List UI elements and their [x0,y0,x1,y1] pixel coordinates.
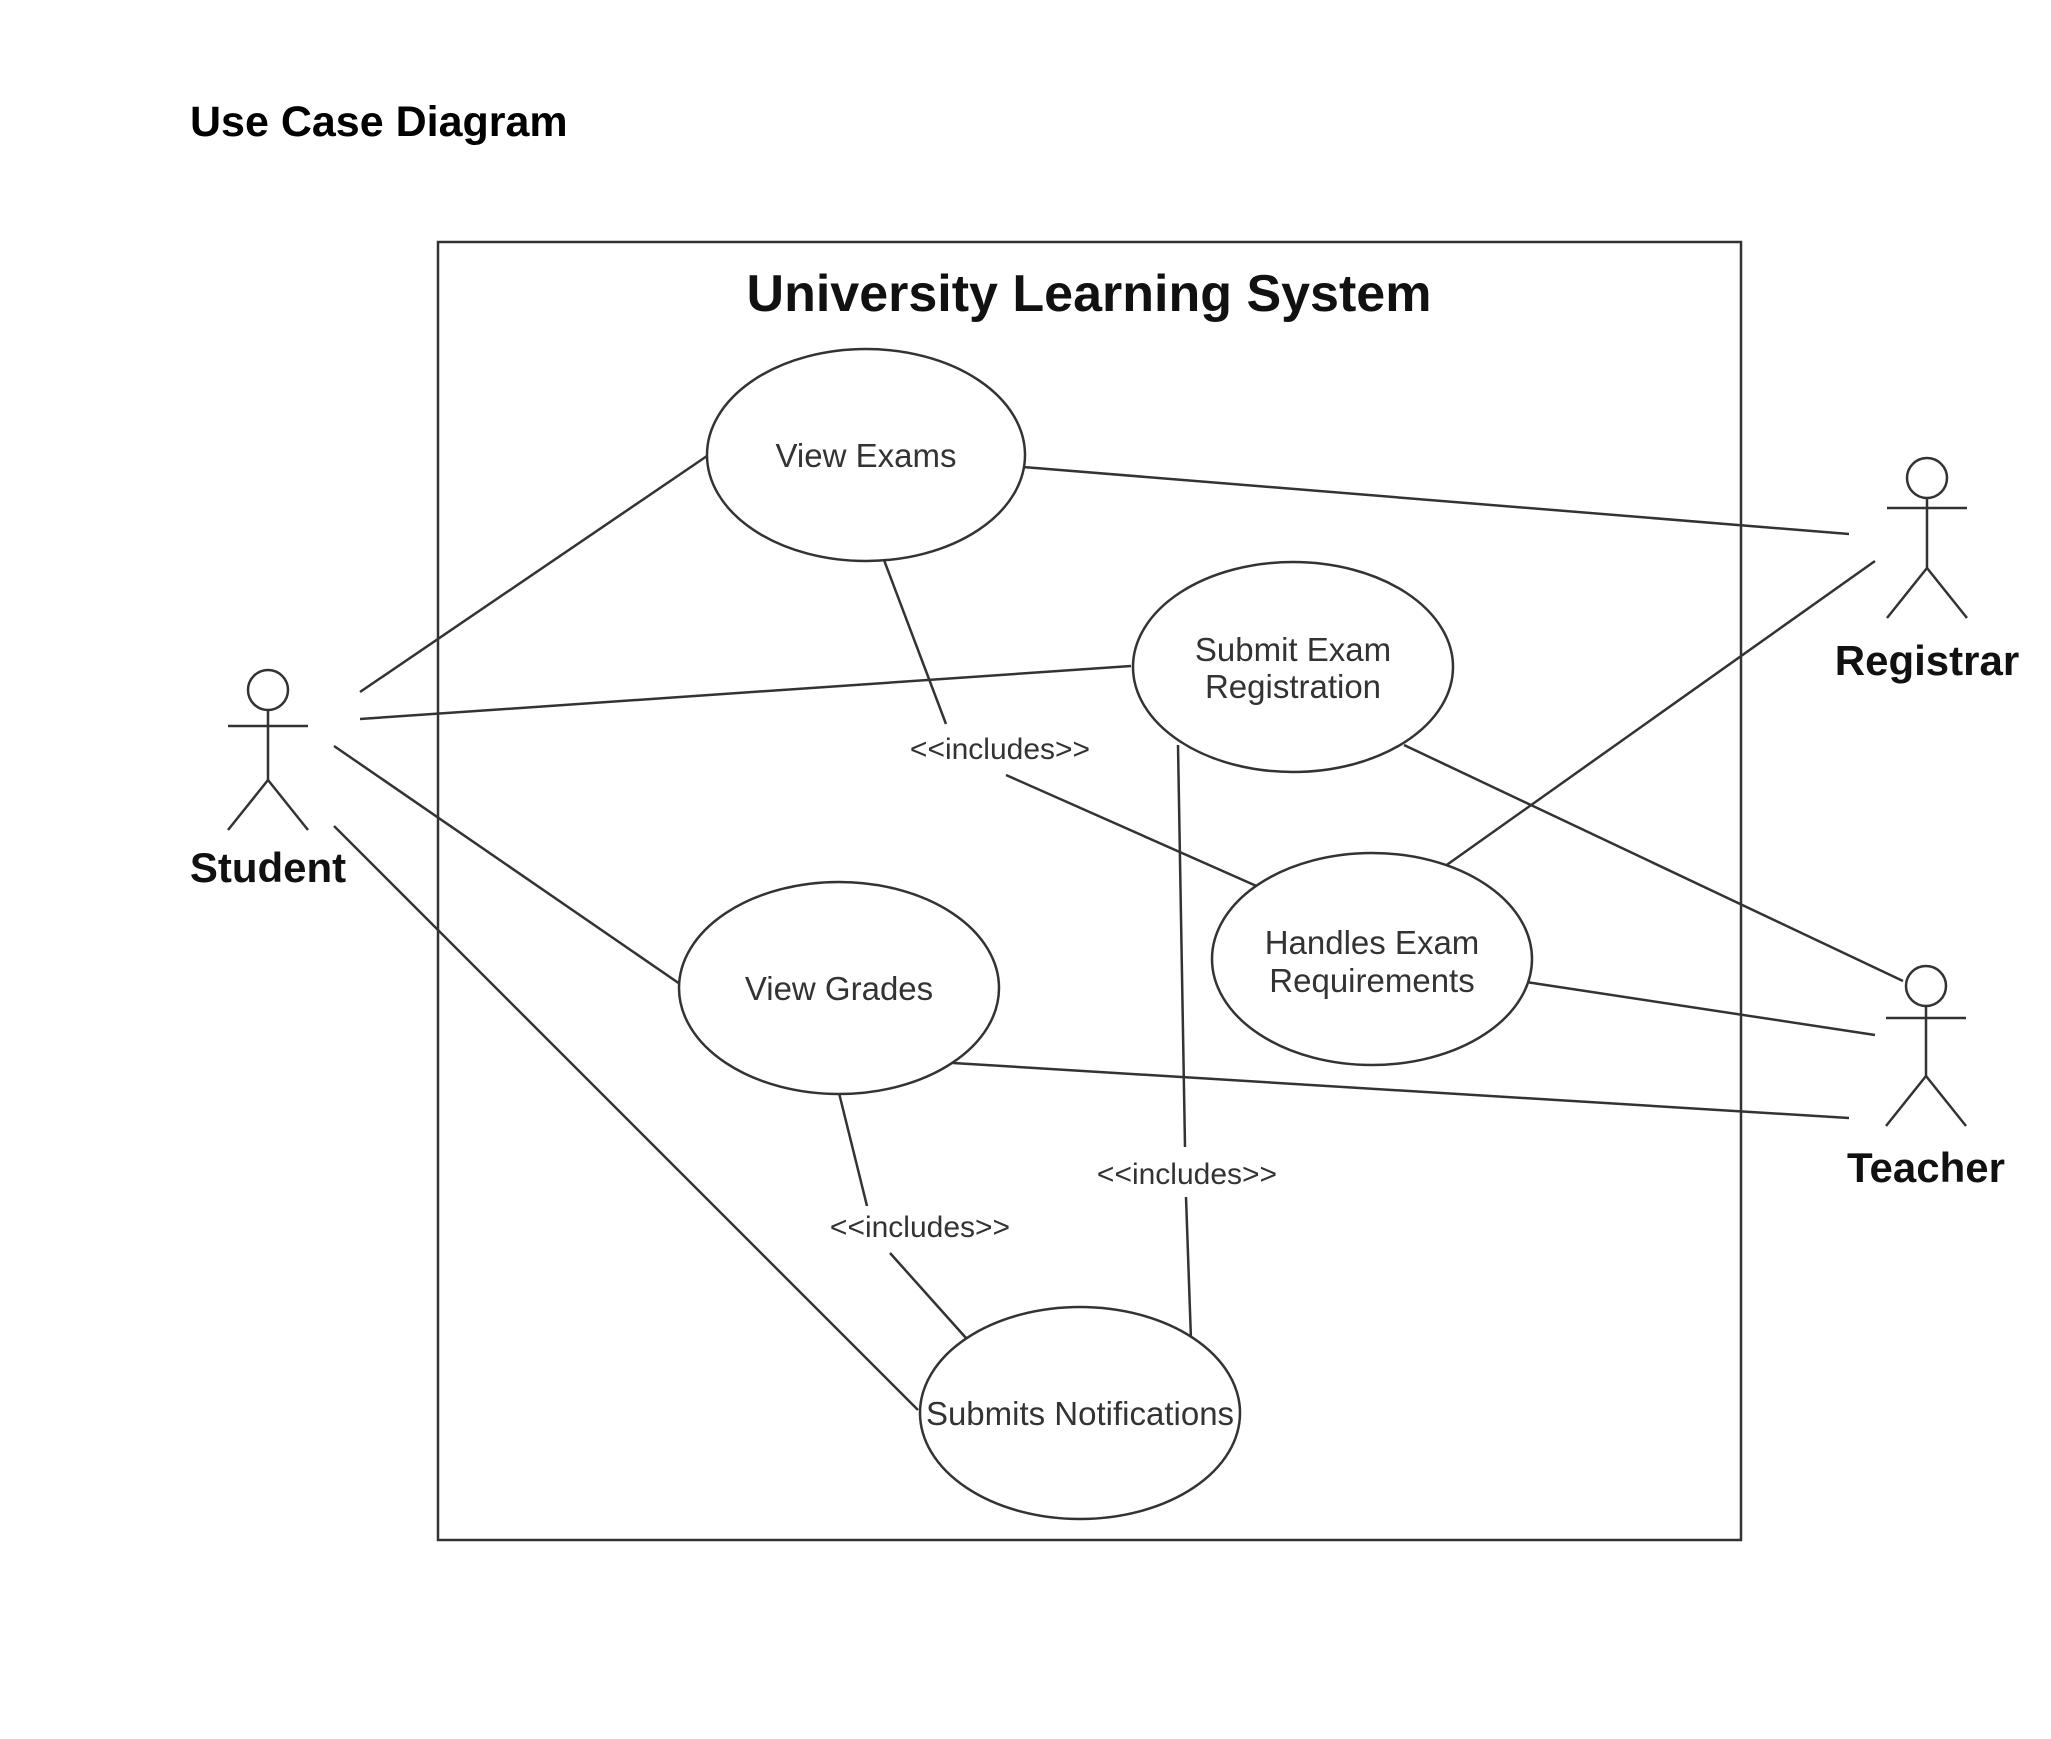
stick-figure-icon [1885,964,1967,1127]
stick-figure-icon [227,668,309,831]
use-case-label-line-2: Requirements [1269,962,1474,999]
use-case-ellipse[interactable] [918,1305,1242,1521]
link-student-view-exams [359,454,708,694]
use-case-handles-exam-requirements[interactable]: Handles Exam Requirements [1210,851,1534,1067]
include-line-view-exams-lower [1005,773,1262,890]
actor-teacher[interactable]: Teacher [1847,964,2005,1191]
use-case-ellipse[interactable] [677,880,1001,1096]
system-title: University Learning System [747,265,1432,323]
use-case-view-exams[interactable]: View Exams [705,347,1027,563]
link-handles-requirements-registrar [1440,559,1876,871]
use-case-label: Submits Notifications [926,1395,1234,1432]
link-view-grades-teacher [952,1061,1850,1120]
use-case-ellipse[interactable] [1210,851,1534,1067]
actor-label: Registrar [1835,637,2019,684]
connector-lines [333,454,1904,1411]
include-label-grades: <<includes>> [830,1211,1010,1244]
actor-label: Teacher [1847,1144,2005,1191]
link-student-submits-notifications [333,825,919,1411]
link-handles-requirements-teacher [1525,980,1876,1037]
use-case-label-line-1: Submit Exam [1195,631,1391,668]
page-title: Use Case Diagram [190,98,568,146]
use-case-ellipse[interactable] [705,347,1027,563]
include-line-view-exams-upper [882,559,948,725]
link-view-exams-registrar [1022,465,1850,536]
use-case-label-line-1: Handles Exam [1265,924,1480,961]
use-case-ellipse[interactable] [1131,560,1455,774]
actor-registrar[interactable]: Registrar [1835,456,2019,684]
use-case-submit-exam-registration[interactable]: Submit Exam Registration [1131,560,1455,774]
actor-label: Student [190,844,346,891]
link-student-submit-registration [359,664,1132,721]
use-case-label: View Grades [745,970,933,1007]
include-label-registration: <<includes>> [1097,1158,1277,1191]
use-case-view-grades[interactable]: View Grades [677,880,1001,1096]
stick-figure-icon [1886,456,1968,619]
include-line-grades-lower [889,1252,967,1339]
link-student-view-grades [333,744,681,986]
include-line-registration-lower [1184,1196,1193,1341]
include-line-grades-upper [837,1092,869,1207]
link-submit-registration-teacher [1403,743,1904,983]
system-boundary [436,240,1743,1542]
include-line-registration-upper [1176,744,1187,1148]
actor-student[interactable]: Student [190,668,346,891]
use-case-label: View Exams [776,437,957,474]
use-case-label-line-2: Registration [1205,668,1381,705]
use-case-submits-notifications[interactable]: Submits Notifications [918,1305,1242,1521]
include-label-view-exams: <<includes>> [910,733,1090,766]
